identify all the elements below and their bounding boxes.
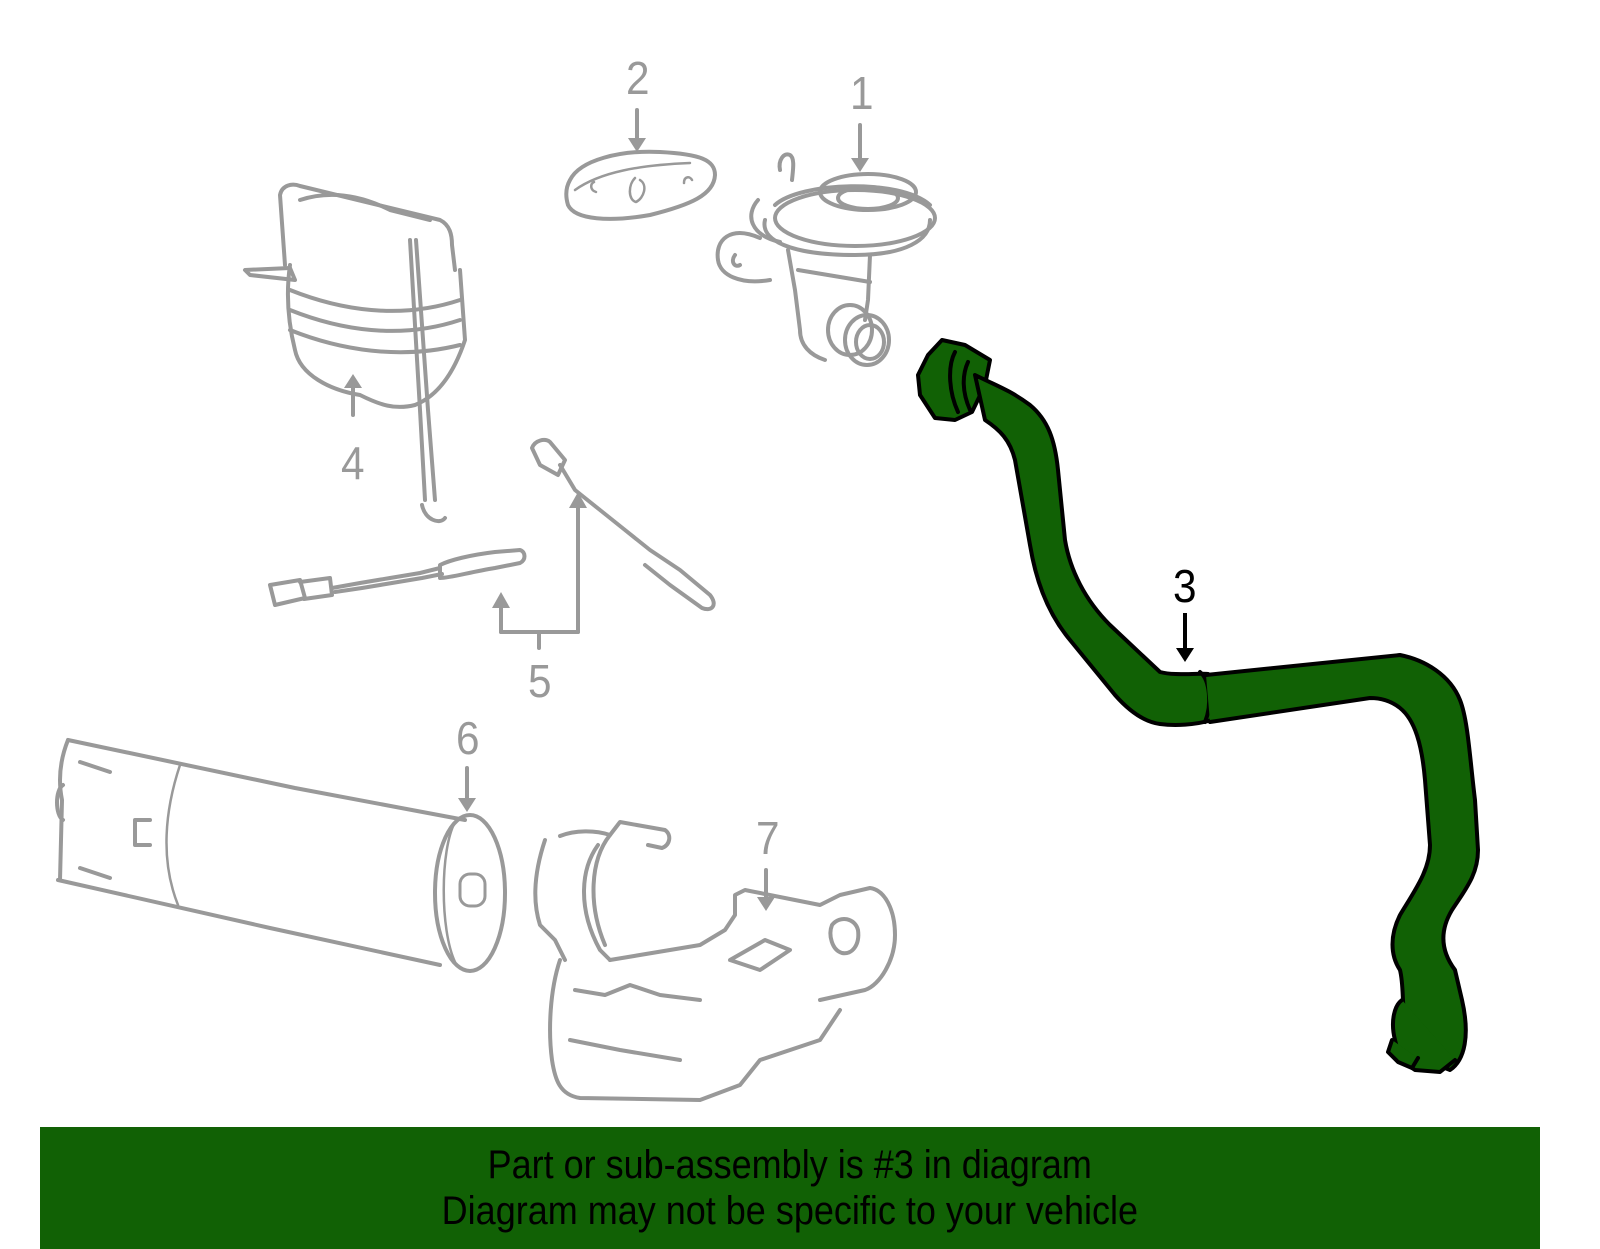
callout-number-3: 3	[1173, 560, 1197, 612]
part-6-cylinder[interactable]	[55, 738, 507, 973]
part-info-banner: Part or sub-assembly is #3 in diagram Di…	[40, 1127, 1540, 1249]
callout-number-6: 6	[456, 712, 480, 764]
callout-number-2: 2	[626, 52, 650, 104]
part-2-gasket[interactable]	[564, 108, 717, 221]
callout-number-1: 1	[850, 67, 874, 119]
part-7-bracket[interactable]	[533, 820, 897, 1102]
part-3-hose[interactable]	[916, 338, 1480, 1074]
banner-disclaimer: Diagram may not be specific to your vehi…	[441, 1189, 1139, 1233]
part-1-valve[interactable]	[715, 123, 937, 367]
callout-number-7: 7	[756, 812, 780, 864]
part-5-sensors[interactable]	[268, 438, 716, 650]
part-4-canister[interactable]	[243, 182, 467, 524]
callout-number-4: 4	[341, 437, 365, 489]
banner-part-message: Part or sub-assembly is #3 in diagram	[487, 1143, 1093, 1187]
callout-3-arrow	[1176, 613, 1194, 662]
callout-number-5: 5	[528, 655, 552, 707]
